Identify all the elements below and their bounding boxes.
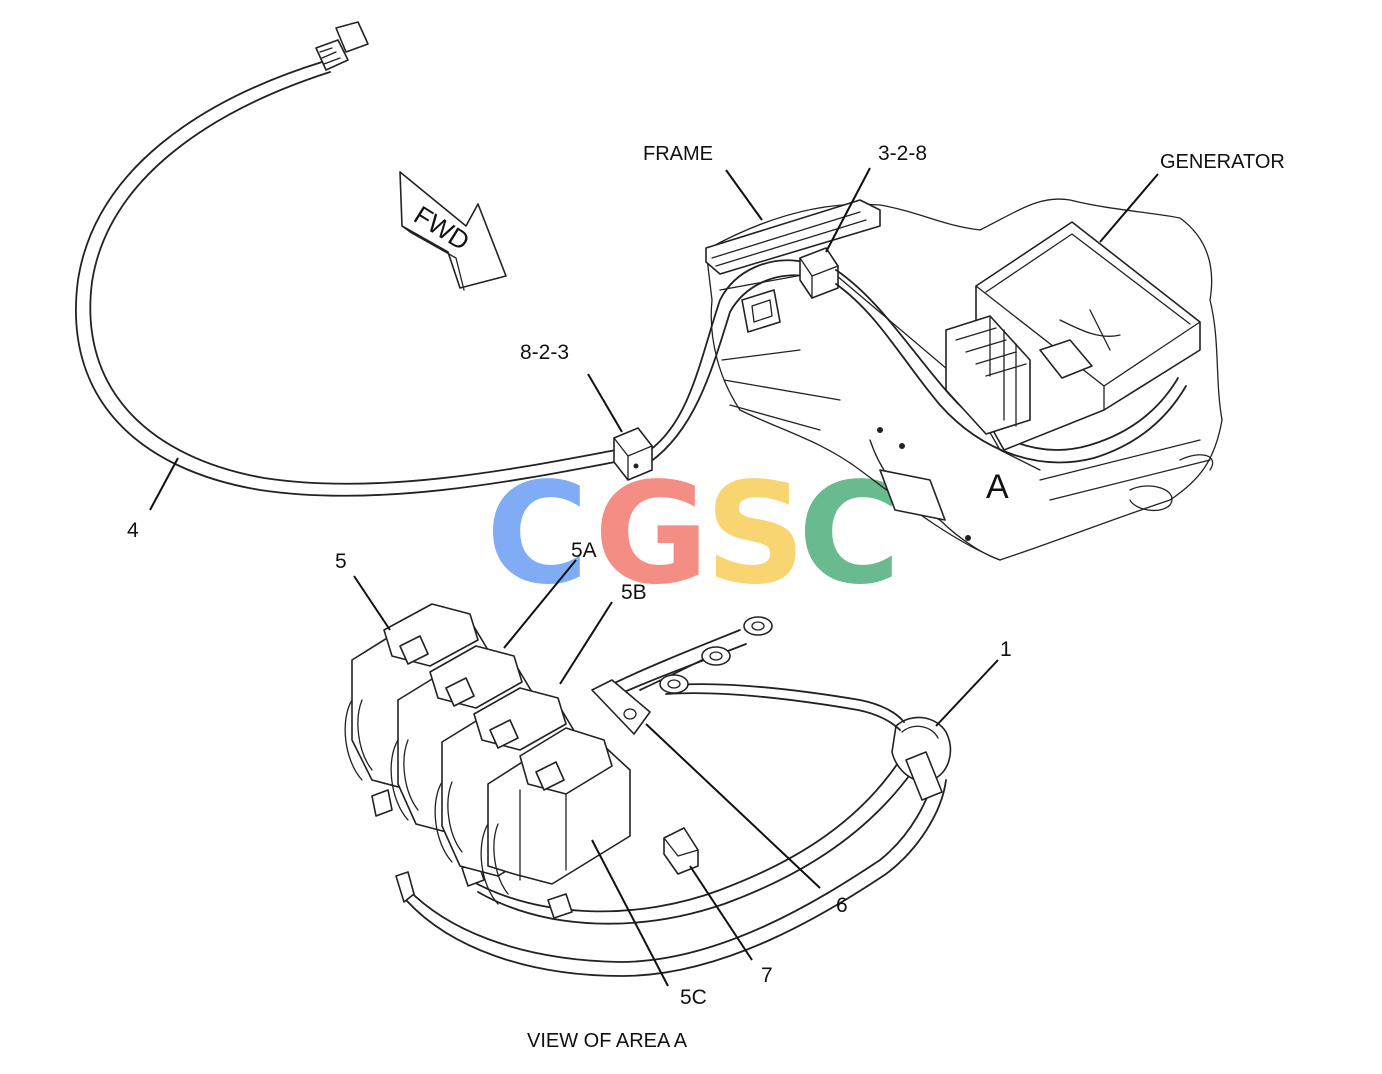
label-area-a: A (986, 468, 1009, 506)
ring-terminal-icon (659, 616, 773, 694)
clip-3-2-8-icon (799, 247, 839, 299)
label-generator: GENERATOR (1160, 151, 1285, 173)
grommet-item-1-icon (891, 716, 952, 801)
watermark-letter-c1: C (486, 453, 589, 616)
label-ref-3-2-8: 3-2-8 (878, 142, 927, 165)
harness-connector-icon (315, 21, 369, 71)
watermark-letter-g: G (594, 453, 709, 616)
label-item-1: 1 (1000, 638, 1012, 661)
clip-item-7-icon (663, 827, 699, 875)
callout-labels: FRAME 3-2-8 GENERATOR 8-2-3 4 5 5A 5B 1 … (127, 142, 1285, 1052)
label-ref-8-2-3: 8-2-3 (520, 341, 569, 364)
fwd-arrow-icon: FWD (399, 171, 507, 291)
terminal-item-6-icon (591, 679, 651, 735)
watermark-logo: C G S C (486, 453, 901, 616)
leader-lines (149, 167, 1159, 987)
generator-breakers-icon (945, 309, 1121, 435)
view-caption: VIEW OF AREA A (527, 1030, 688, 1052)
label-frame: FRAME (643, 143, 713, 165)
clip-8-2-3-icon (613, 427, 653, 481)
harness-item-4 (75, 21, 807, 497)
label-item-6: 6 (836, 894, 848, 917)
label-item-5c: 5C (680, 986, 707, 1009)
breaker-stack-icon (344, 603, 631, 905)
label-item-4: 4 (127, 519, 139, 542)
label-item-5: 5 (335, 550, 347, 573)
generator-assembly (705, 198, 1223, 561)
label-item-5a: 5A (571, 539, 597, 562)
label-item-7: 7 (761, 964, 773, 987)
detail-view-area-a (344, 603, 952, 977)
label-item-5b: 5B (621, 581, 647, 604)
watermark-letter-s: S (705, 453, 806, 616)
